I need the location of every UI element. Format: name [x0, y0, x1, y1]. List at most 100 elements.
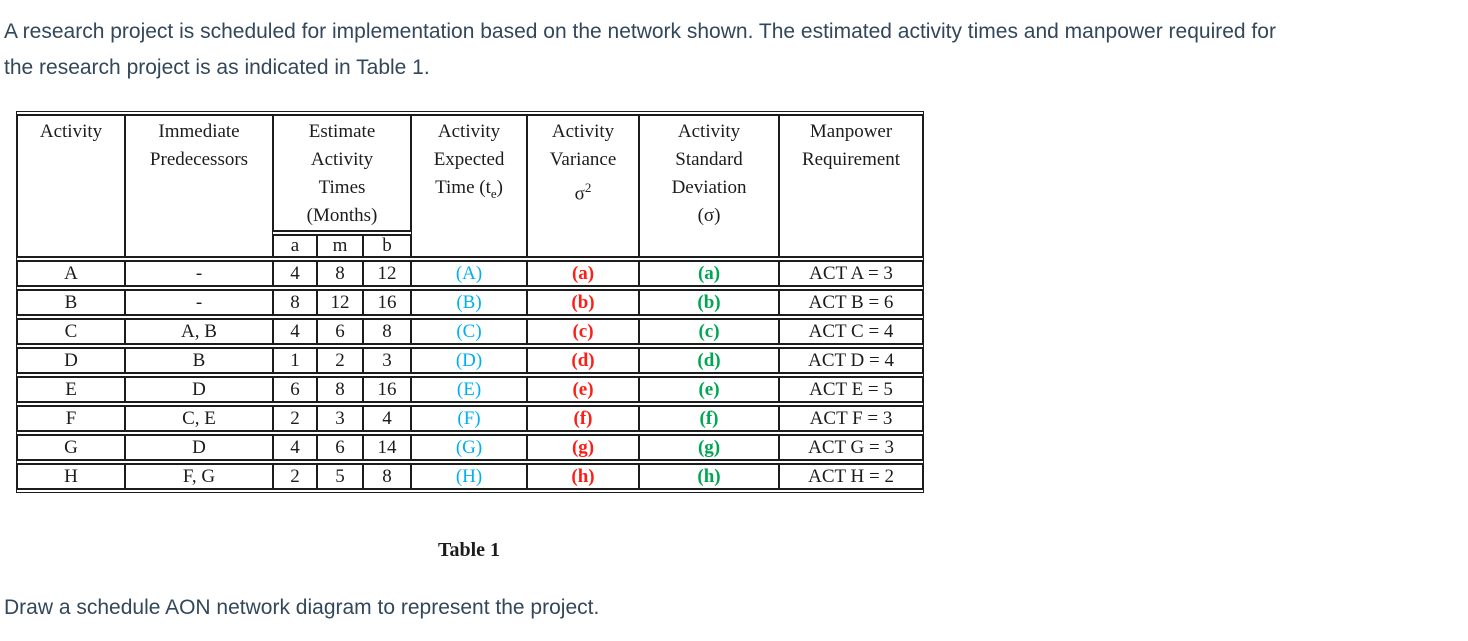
- header-line: Activity: [39, 121, 103, 142]
- cell-expected-time: (H): [411, 463, 528, 490]
- cell-expected-time: (B): [411, 289, 528, 316]
- cell-time-m: 6: [317, 434, 363, 461]
- cell-variance: (a): [527, 260, 640, 287]
- table-caption: Table 1: [437, 539, 501, 561]
- table-row: A - 4 8 12 (A) (a) (a) ACT A = 3: [17, 260, 924, 287]
- cell-activity: A: [17, 260, 125, 287]
- table-body: A - 4 8 12 (A) (a) (a) ACT A = 3 B - 8 1…: [17, 260, 924, 490]
- table-row: H F, G 2 5 8 (H) (h) (h) ACT H = 2: [17, 463, 924, 490]
- sub-header-a: a: [273, 234, 317, 258]
- header-line: Activity: [677, 121, 741, 142]
- superscript-2: 2: [584, 180, 592, 195]
- cell-stddev: (d): [639, 347, 780, 374]
- cell-time-b: 16: [363, 376, 412, 403]
- table-row: G D 4 6 14 (G) (g) (g) ACT G = 3: [17, 434, 924, 461]
- header-line: Manpower: [809, 121, 893, 142]
- col-header-expected-time: Activity Expected Time (te): [411, 114, 528, 258]
- cell-stddev: (c): [639, 318, 780, 345]
- cell-variance: (f): [527, 405, 640, 432]
- header-line: Deviation: [671, 177, 747, 198]
- header-line: Requirement: [801, 149, 901, 170]
- cell-manpower: ACT F = 3: [779, 405, 924, 432]
- activity-table: Activity Immediate Predecessors Estimate…: [16, 111, 925, 493]
- cell-expected-time: (C): [411, 318, 528, 345]
- cell-activity: E: [17, 376, 125, 403]
- header-line: (Months): [306, 205, 378, 226]
- header-line: Activity: [310, 149, 374, 170]
- cell-expected-time: (A): [411, 260, 528, 287]
- cell-time-m: 12: [317, 289, 363, 316]
- subscript-e: e: [490, 185, 497, 201]
- cell-expected-time: (D): [411, 347, 528, 374]
- table-header: Activity Immediate Predecessors Estimate…: [17, 114, 924, 258]
- cell-variance: (d): [527, 347, 640, 374]
- cell-manpower: ACT G = 3: [779, 434, 924, 461]
- table-row: B - 8 12 16 (B) (b) (b) ACT B = 6: [17, 289, 924, 316]
- cell-stddev: (f): [639, 405, 780, 432]
- cell-predecessors: B: [125, 347, 273, 374]
- header-line: Activity: [437, 121, 501, 142]
- sub-header-row: a m b: [17, 234, 923, 258]
- col-header-manpower: Manpower Requirement: [779, 114, 924, 258]
- cell-time-m: 6: [317, 318, 363, 345]
- col-header-stddev: Activity Standard Deviation (σ): [639, 114, 780, 258]
- cell-time-b: 14: [363, 434, 412, 461]
- col-header-variance: Activity Variance σ2: [527, 114, 640, 258]
- cell-manpower: ACT H = 2: [779, 463, 924, 490]
- cell-activity: G: [17, 434, 125, 461]
- cell-predecessors: F, G: [125, 463, 273, 490]
- cell-time-m: 5: [317, 463, 363, 490]
- cell-time-a: 1: [273, 347, 317, 374]
- cell-manpower: ACT C = 4: [779, 318, 924, 345]
- cell-time-b: 4: [363, 405, 412, 432]
- col-header-activity: Activity: [17, 114, 125, 258]
- cell-predecessors: -: [125, 260, 273, 287]
- header-line: Times: [318, 177, 366, 198]
- header-line: (σ): [697, 205, 721, 226]
- col-header-predecessors: Immediate Predecessors: [125, 114, 273, 258]
- cell-time-m: 8: [317, 376, 363, 403]
- page: A research project is scheduled for impl…: [4, 14, 1450, 619]
- cell-time-m: 2: [317, 347, 363, 374]
- table-row: E D 6 8 16 (E) (e) (e) ACT E = 5: [17, 376, 924, 403]
- cell-predecessors: C, E: [125, 405, 273, 432]
- cell-activity: B: [17, 289, 125, 316]
- intro-paragraph: A research project is scheduled for impl…: [4, 14, 1450, 86]
- cell-variance: (e): [527, 376, 640, 403]
- cell-variance: (h): [527, 463, 640, 490]
- sub-header-b: b: [363, 234, 412, 258]
- cell-stddev: (e): [639, 376, 780, 403]
- cell-manpower: ACT E = 5: [779, 376, 924, 403]
- cell-time-b: 12: [363, 260, 412, 287]
- cell-predecessors: -: [125, 289, 273, 316]
- cell-variance: (b): [527, 289, 640, 316]
- col-header-estimate-times: Estimate Activity Times (Months): [273, 114, 412, 232]
- header-line-expected-time: Time (te): [435, 177, 503, 201]
- cell-time-a: 2: [273, 405, 317, 432]
- header-line: Immediate: [158, 121, 240, 142]
- cell-predecessors: D: [125, 434, 273, 461]
- cell-stddev: (a): [639, 260, 780, 287]
- cell-variance: (c): [527, 318, 640, 345]
- cell-expected-time: (E): [411, 376, 528, 403]
- header-line: Activity: [551, 121, 615, 142]
- cell-stddev: (g): [639, 434, 780, 461]
- cell-activity: D: [17, 347, 125, 374]
- cell-expected-time: (G): [411, 434, 528, 461]
- cell-time-a: 4: [273, 318, 317, 345]
- cell-time-m: 8: [317, 260, 363, 287]
- cell-time-a: 8: [273, 289, 317, 316]
- cell-manpower: ACT B = 6: [779, 289, 924, 316]
- cell-time-b: 8: [363, 318, 412, 345]
- sub-header-m: m: [317, 234, 363, 258]
- cell-time-b: 8: [363, 463, 412, 490]
- cell-stddev: (b): [639, 289, 780, 316]
- cell-time-b: 16: [363, 289, 412, 316]
- cell-time-a: 2: [273, 463, 317, 490]
- header-row: Activity Immediate Predecessors Estimate…: [17, 114, 924, 258]
- header-line: Predecessors: [149, 149, 249, 170]
- header-line: Estimate: [308, 121, 376, 142]
- cell-time-b: 3: [363, 347, 412, 374]
- intro-line-2: the research project is as indicated in …: [4, 56, 430, 79]
- cell-activity: H: [17, 463, 125, 490]
